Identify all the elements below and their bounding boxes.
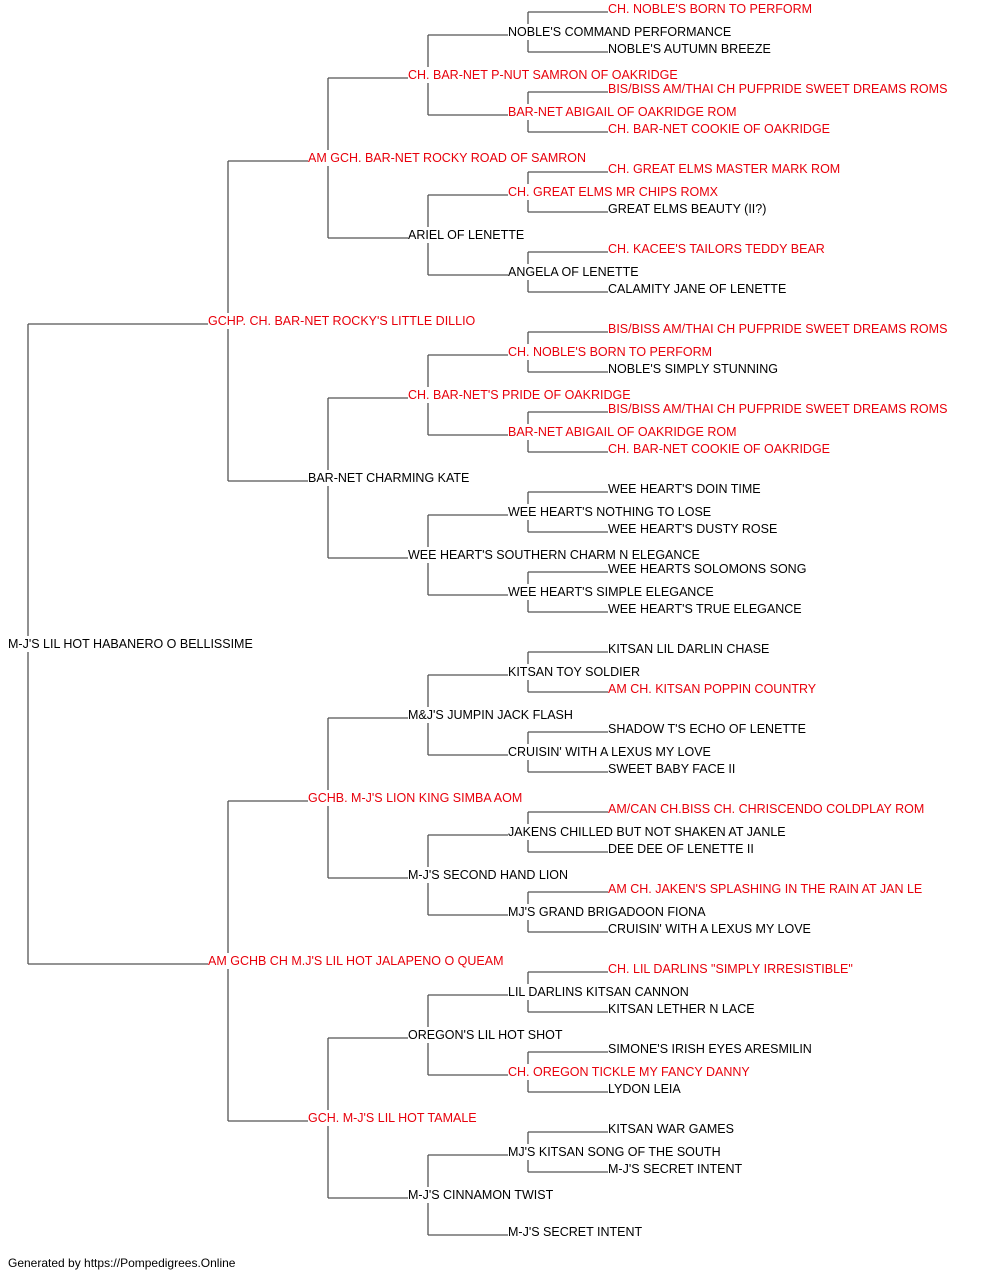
pedigree-entry: M-J'S CINNAMON TWIST	[408, 1188, 554, 1202]
pedigree-entry: SWEET BABY FACE II	[608, 762, 735, 776]
pedigree-entry: AM CH. KITSAN POPPIN COUNTRY	[608, 682, 817, 696]
pedigree-entry: CH. OREGON TICKLE MY FANCY DANNY	[508, 1065, 750, 1079]
pedigree-entry: GCHP. CH. BAR-NET ROCKY'S LITTLE DILLIO	[208, 314, 476, 328]
pedigree-entry: M-J'S SECOND HAND LION	[408, 868, 568, 882]
pedigree-entry: CH. NOBLE'S BORN TO PERFORM	[608, 2, 812, 16]
pedigree-entry: BIS/BISS AM/THAI CH PUFPRIDE SWEET DREAM…	[608, 322, 947, 336]
pedigree-entry: ARIEL OF LENETTE	[408, 228, 524, 242]
pedigree-entry: M-J'S SECRET INTENT	[608, 1162, 742, 1176]
pedigree-entry: M-J'S LIL HOT HABANERO O BELLISSIME	[8, 637, 253, 651]
pedigree-entry: BAR-NET ABIGAIL OF OAKRIDGE ROM	[508, 105, 737, 119]
pedigree-entry: CH. GREAT ELMS MASTER MARK ROM	[608, 162, 840, 176]
pedigree-entry: KITSAN LETHER N LACE	[608, 1002, 755, 1016]
pedigree-entry: CH. BAR-NET'S PRIDE OF OAKRIDGE	[408, 388, 631, 402]
pedigree-entry: BIS/BISS AM/THAI CH PUFPRIDE SWEET DREAM…	[608, 402, 947, 416]
pedigree-entry: AM/CAN CH.BISS CH. CHRISCENDO COLDPLAY R…	[608, 802, 924, 816]
pedigree-entry: DEE DEE OF LENETTE II	[608, 842, 754, 856]
pedigree-entry: CH. BAR-NET COOKIE OF OAKRIDGE	[608, 442, 830, 456]
pedigree-entry: CRUISIN' WITH A LEXUS MY LOVE	[508, 745, 711, 759]
pedigree-entry: WEE HEART'S SOUTHERN CHARM N ELEGANCE	[408, 548, 700, 562]
pedigree-entry: SIMONE'S IRISH EYES ARESMILIN	[608, 1042, 812, 1056]
pedigree-entry: OREGON'S LIL HOT SHOT	[408, 1028, 563, 1042]
pedigree-entry: GCHB. M-J'S LION KING SIMBA AOM	[308, 791, 522, 805]
pedigree-entry: CH. BAR-NET COOKIE OF OAKRIDGE	[608, 122, 830, 136]
pedigree-entry: KITSAN WAR GAMES	[608, 1122, 734, 1136]
pedigree-entry: CH. KACEE'S TAILORS TEDDY BEAR	[608, 242, 825, 256]
pedigree-entry: GREAT ELMS BEAUTY (II?)	[608, 202, 766, 216]
pedigree-entry: ANGELA OF LENETTE	[508, 265, 639, 279]
pedigree-entry: WEE HEART'S NOTHING TO LOSE	[508, 505, 711, 519]
pedigree-entry: NOBLE'S COMMAND PERFORMANCE	[508, 25, 731, 39]
pedigree-entry: AM GCH. BAR-NET ROCKY ROAD OF SAMRON	[308, 151, 586, 165]
pedigree-entry: BIS/BISS AM/THAI CH PUFPRIDE SWEET DREAM…	[608, 82, 947, 96]
pedigree-entry: CH. NOBLE'S BORN TO PERFORM	[508, 345, 712, 359]
generated-by-footer: Generated by https://Pompedigrees.Online	[8, 1256, 236, 1270]
pedigree-entry: JAKENS CHILLED BUT NOT SHAKEN AT JANLE	[508, 825, 786, 839]
pedigree-entry: CH. BAR-NET P-NUT SAMRON OF OAKRIDGE	[408, 68, 678, 82]
pedigree-entry: LYDON LEIA	[608, 1082, 681, 1096]
pedigree-entry: WEE HEART'S SIMPLE ELEGANCE	[508, 585, 714, 599]
pedigree-entry: M&J'S JUMPIN JACK FLASH	[408, 708, 573, 722]
pedigree-entry: KITSAN TOY SOLDIER	[508, 665, 640, 679]
pedigree-entry: BAR-NET ABIGAIL OF OAKRIDGE ROM	[508, 425, 737, 439]
pedigree-entry: WEE HEART'S DOIN TIME	[608, 482, 761, 496]
pedigree-entry: NOBLE'S AUTUMN BREEZE	[608, 42, 771, 56]
pedigree-entry: WEE HEART'S DUSTY ROSE	[608, 522, 777, 536]
pedigree-entry: CH. GREAT ELMS MR CHIPS ROMX	[508, 185, 719, 199]
pedigree-entry: NOBLE'S SIMPLY STUNNING	[608, 362, 778, 376]
pedigree-entry: KITSAN LIL DARLIN CHASE	[608, 642, 769, 656]
pedigree-entry: GCH. M-J'S LIL HOT TAMALE	[308, 1111, 477, 1125]
pedigree-entry: SHADOW T'S ECHO OF LENETTE	[608, 722, 806, 736]
pedigree-entry: WEE HEARTS SOLOMONS SONG	[608, 562, 806, 576]
pedigree-entry: WEE HEART'S TRUE ELEGANCE	[608, 602, 802, 616]
pedigree-entry: BAR-NET CHARMING KATE	[308, 471, 469, 485]
pedigree-entry: AM GCHB CH M.J'S LIL HOT JALAPENO O QUEA…	[208, 954, 504, 968]
pedigree-entry: MJ'S KITSAN SONG OF THE SOUTH	[508, 1145, 721, 1159]
pedigree-entry: M-J'S SECRET INTENT	[508, 1225, 642, 1239]
pedigree-entry: CALAMITY JANE OF LENETTE	[608, 282, 786, 296]
pedigree-entry: CRUISIN' WITH A LEXUS MY LOVE	[608, 922, 811, 936]
pedigree-entry: LIL DARLINS KITSAN CANNON	[508, 985, 689, 999]
pedigree-entry: CH. LIL DARLINS "SIMPLY IRRESISTIBLE"	[608, 962, 853, 976]
pedigree-entry: AM CH. JAKEN'S SPLASHING IN THE RAIN AT …	[608, 882, 922, 896]
pedigree-entry: MJ'S GRAND BRIGADOON FIONA	[508, 905, 706, 919]
